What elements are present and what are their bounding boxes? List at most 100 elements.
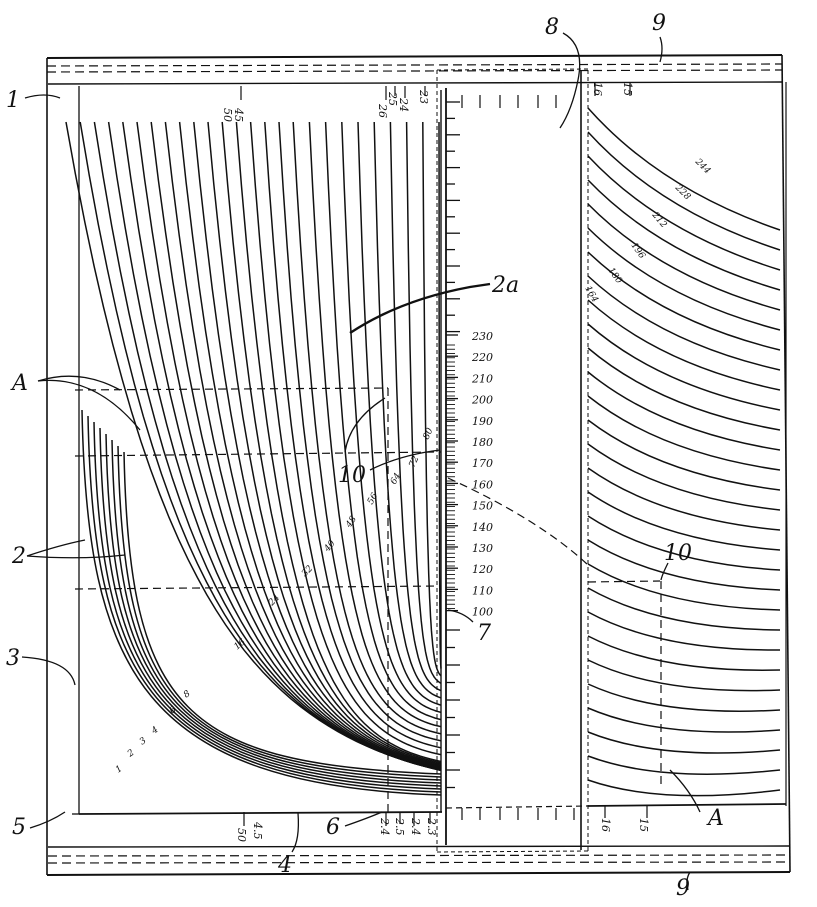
curve-left	[235, 121, 442, 763]
bottom-label-24b: 2.4	[409, 817, 422, 836]
bottom-label-45: 4.5	[251, 821, 264, 840]
scale-label: 120	[472, 563, 493, 576]
curve-left	[389, 121, 442, 692]
leader-lines	[21, 32, 701, 891]
curve-right	[587, 275, 781, 371]
curve-left	[136, 121, 442, 770]
scale-labels: 2302202102001901801701601501401301201101…	[471, 330, 493, 619]
curve-right	[587, 419, 781, 491]
top-label-25: 25	[386, 91, 399, 106]
ref-8: 8	[545, 15, 559, 40]
scale-label: 210	[471, 372, 493, 385]
curve-left-inner	[87, 415, 442, 793]
curve-right	[587, 323, 781, 411]
ref-1: 1	[6, 88, 20, 113]
reading-lines	[74, 387, 662, 812]
top-label-26: 26	[376, 103, 389, 118]
curve-right	[587, 779, 781, 797]
curve-left	[221, 121, 442, 764]
curve-left	[207, 121, 442, 765]
bottom-label-25: 2.5	[393, 817, 406, 836]
curve-right	[587, 515, 781, 571]
bottom-label-23: 2.3	[425, 817, 438, 836]
scale-label: 110	[472, 584, 493, 597]
scale-label: 100	[472, 606, 493, 619]
bottom-label-16: 16	[599, 818, 612, 832]
top-label-23: 23	[417, 89, 430, 104]
scale-label: 190	[472, 415, 493, 428]
scale-label: 220	[471, 351, 493, 364]
scale-label: 230	[471, 330, 493, 343]
curve-family-left	[65, 121, 442, 796]
curve-right	[587, 491, 781, 551]
curve-right	[587, 395, 781, 471]
curve-left	[324, 121, 442, 721]
curve-right	[587, 347, 781, 431]
curve-left	[278, 121, 442, 742]
curve-family-right	[587, 107, 781, 797]
bottom-label-24: 2.4	[378, 817, 391, 836]
curve-left	[193, 121, 442, 766]
curve-right	[587, 707, 781, 733]
curve-right	[587, 179, 781, 291]
curve-left-inner	[99, 427, 442, 787]
curve-right	[587, 587, 781, 631]
curve-right	[587, 731, 781, 754]
curve-right	[587, 299, 781, 391]
top-label-15: 15	[621, 82, 634, 96]
curve-label-left: 6	[168, 705, 179, 717]
curve-label-left: 32	[300, 564, 315, 579]
curve-right	[587, 155, 781, 271]
scale-ticks	[446, 101, 460, 789]
scale-fine-ticks	[446, 344, 455, 609]
curve-right	[587, 443, 781, 511]
curve-label-left: 3	[138, 736, 149, 748]
slide-bottom-ticks	[461, 808, 575, 820]
curve-left	[438, 121, 442, 669]
scale-label: 170	[472, 457, 493, 470]
curve-right	[587, 131, 781, 251]
curve-right	[587, 635, 781, 671]
curve-left	[292, 121, 442, 735]
curve-left	[264, 121, 442, 749]
curve-left	[341, 121, 442, 714]
curve-label-right: 244	[692, 156, 712, 176]
curve-left-inner	[105, 433, 442, 784]
ref-3: 3	[6, 646, 20, 671]
ref-7: 7	[477, 621, 491, 646]
bottom-label-50: 50	[235, 828, 248, 842]
curve-left-inner	[93, 421, 442, 790]
curve-right	[587, 539, 781, 591]
curve-right	[587, 755, 781, 775]
curve-label-right: 164	[582, 285, 599, 305]
ref-5: 5	[12, 815, 26, 840]
ref-9-top: 9	[652, 11, 666, 36]
curve-right	[587, 611, 781, 651]
curve-label-right: 228	[672, 182, 692, 202]
slide-window[interactable]	[436, 68, 589, 853]
curve-right	[587, 659, 781, 692]
curve-right	[587, 683, 781, 712]
curve-label-left: 4	[149, 725, 160, 737]
bottom-label-15: 15	[637, 818, 650, 832]
curve-left	[178, 121, 442, 767]
top-label-45: 45	[232, 107, 245, 122]
ref-10-right: 10	[664, 541, 692, 566]
top-label-24: 24	[397, 97, 410, 112]
curve-right	[587, 467, 781, 531]
top-label-50: 50	[221, 108, 234, 122]
outer-frame	[46, 54, 791, 876]
curve-right	[587, 203, 781, 311]
curve-left	[373, 121, 442, 699]
ref-2a: 2a	[491, 273, 519, 298]
curve-left	[405, 121, 442, 684]
ref-4: 4	[277, 853, 292, 878]
curve-left	[357, 121, 442, 706]
curve-right	[587, 563, 781, 611]
curve-label-left: 2	[125, 748, 136, 760]
curve-right	[587, 251, 781, 351]
curve-label-right: 212	[649, 210, 669, 231]
ref-a-right: A	[706, 806, 724, 831]
